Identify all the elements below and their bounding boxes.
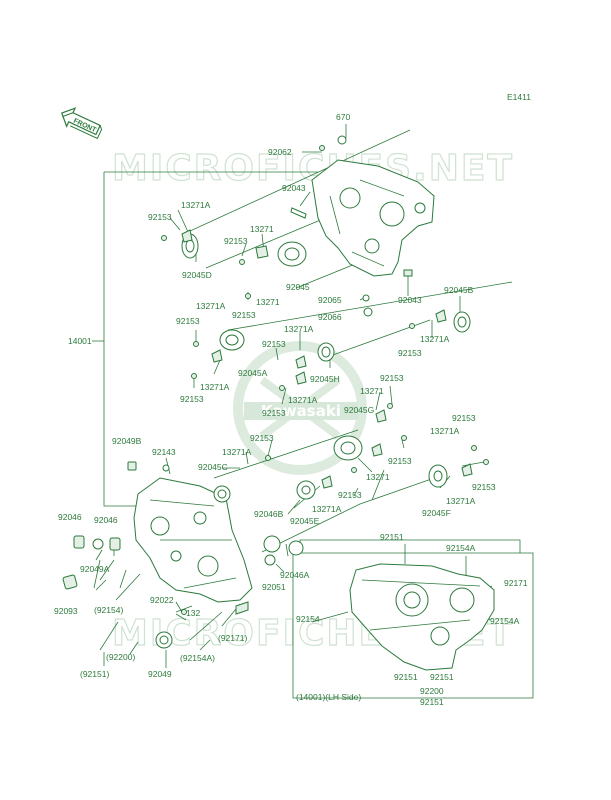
label-92171: 92171 [504, 578, 528, 588]
label-92151: 92151 [420, 697, 444, 707]
small-parts [62, 207, 413, 651]
label-92153: 92153 [262, 408, 286, 418]
label-92045E: 92045E [290, 516, 320, 526]
label-92043: 92043 [398, 295, 422, 305]
label-13271: 13271 [360, 386, 384, 396]
label-92046: 92046 [94, 515, 118, 525]
diagram-code: E1411 [507, 92, 531, 102]
label-13271A: 13271A [181, 200, 211, 210]
crankcase-lh-side [349, 563, 495, 671]
label-13271A: 13271A [446, 496, 476, 506]
label-13271A: 13271A [430, 426, 460, 436]
label-92045A: 92045A [238, 368, 268, 378]
label-92049B: 92049B [112, 436, 142, 446]
label-92151-paren: (92151) [80, 669, 109, 679]
label-13271: 13271 [366, 472, 390, 482]
label-92046A: 92046A [280, 570, 310, 580]
label-92153: 92153 [472, 482, 496, 492]
label-92049: 92049 [148, 669, 172, 679]
front-arrow-icon: FRONT [61, 107, 103, 140]
label-132: 132 [186, 608, 200, 618]
label-92062: 92062 [268, 147, 292, 157]
label-92154-paren: (92154) [94, 605, 123, 615]
label-92153: 92153 [224, 236, 248, 246]
label-92154A-paren: (92154A) [180, 653, 215, 663]
crankcase-left-half [133, 477, 253, 603]
label-92153: 92153 [250, 433, 274, 443]
label-92045: 92045 [286, 282, 310, 292]
label-92153: 92153 [148, 212, 172, 222]
label-92022: 92022 [150, 595, 174, 605]
label-92200: 92200 [420, 686, 444, 696]
label-92151: 92151 [394, 672, 418, 682]
label-92045F: 92045F [422, 508, 451, 518]
label-92045H: 92045H [310, 374, 340, 384]
label-92154A: 92154A [490, 616, 520, 626]
label-92046: 92046 [58, 512, 82, 522]
label-92093: 92093 [54, 606, 78, 616]
label-14001-lh-side: (14001)(LH Side) [296, 692, 361, 702]
label-92151: 92151 [430, 672, 454, 682]
label-92045G: 92045G [344, 405, 374, 415]
label-92153: 92153 [452, 413, 476, 423]
label-92049A: 92049A [80, 564, 110, 574]
label-92200-paren: (92200) [106, 652, 135, 662]
label-13271A: 13271A [312, 504, 342, 514]
label-92065: 92065 [318, 295, 342, 305]
label-92045D: 92045D [182, 270, 212, 280]
label-92153: 92153 [388, 456, 412, 466]
label-92153: 92153 [262, 339, 286, 349]
label-92153: 92153 [380, 373, 404, 383]
label-92045C: 92045C [198, 462, 228, 472]
label-92045B: 92045B [444, 285, 474, 295]
svg-text:Kawasaki: Kawasaki [261, 402, 341, 420]
label-13271A: 13271A [288, 395, 318, 405]
label-92143: 92143 [152, 447, 176, 457]
label-14001: 14001 [68, 336, 92, 346]
label-92153: 92153 [338, 490, 362, 500]
leader-lines [93, 124, 513, 669]
label-13271A: 13271A [222, 447, 252, 457]
label-92154: 92154 [296, 614, 320, 624]
label-13271A: 13271A [420, 334, 450, 344]
label-13271A: 13271A [284, 324, 314, 334]
label-92171-paren: (92171) [218, 633, 247, 643]
bracket-14001 [103, 172, 138, 507]
label-92153: 92153 [398, 348, 422, 358]
crankcase-right-half [311, 159, 435, 277]
bearing-shapes [155, 135, 471, 649]
label-92153: 92153 [180, 394, 204, 404]
part-labels: 670 92062 92043 13271A 92153 92045D 9215… [54, 112, 528, 707]
label-13271A: 13271A [196, 301, 226, 311]
label-92043: 92043 [282, 183, 306, 193]
label-13271: 13271 [256, 297, 280, 307]
label-92051: 92051 [262, 582, 286, 592]
bolt-shapes [161, 145, 489, 615]
label-670: 670 [336, 112, 350, 122]
label-92066: 92066 [318, 312, 342, 322]
label-92153: 92153 [232, 310, 256, 320]
lh-side-box [292, 552, 534, 699]
label-92154A: 92154A [446, 543, 476, 553]
label-92153: 92153 [176, 316, 200, 326]
label-13271: 13271 [250, 224, 274, 234]
label-92046B: 92046B [254, 509, 284, 519]
label-13271A: 13271A [200, 382, 230, 392]
label-92151: 92151 [380, 532, 404, 542]
